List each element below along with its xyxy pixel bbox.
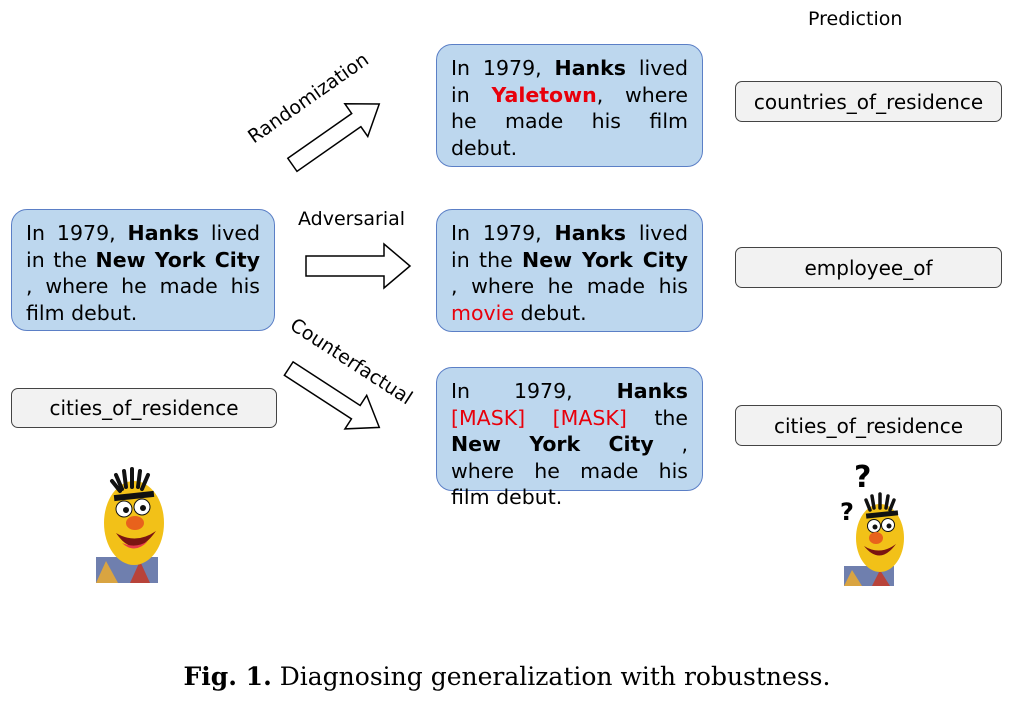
counterfactual-prediction: cities_of_residence [774,413,963,438]
adversarial-prediction: employee_of [804,255,933,280]
cf-text-3: , where he made his film debut. [451,432,688,509]
randomization-prediction: countries_of_residence [753,89,984,114]
counterfactual-sentence-box: In 1979, Hanks [MASK] [MASK] the New Yor… [436,367,703,509]
confused-bert-mascot-icon [844,492,904,586]
source-text-2: lived in the [26,221,260,272]
randomization-prediction-pill: countries_of_residence [735,81,1002,122]
adv-text-4: debut. [513,300,587,325]
adversarial-prediction-pill: employee_of [735,247,1002,288]
cf-text-2: the [626,405,688,430]
counterfactual-prediction-pill: cities_of_residence [735,405,1002,446]
source-object: New York City [95,247,260,272]
question-mark-2: ? [840,498,854,526]
arrow-right-icon [305,242,412,290]
rand-text-2: lived in [451,56,688,107]
source-label: cities_of_residence [49,396,239,420]
source-label-pill: cities_of_residence [11,388,277,428]
rand-text-1: In 1979, [451,56,555,80]
rand-subject: Hanks [554,56,626,80]
source-text-3: , where he made his film debut. [26,274,260,325]
arrow-right-icon [286,102,381,173]
figure-caption: Fig. 1. Diagnosing generalization with r… [0,662,1014,691]
adv-text-2: lived in the [451,221,688,272]
rand-changed-word: Yaletown [491,82,597,107]
randomization-sentence-box: In 1979, Hanks lived in Yaletown, where … [436,44,703,167]
arrow-right-icon [283,360,381,430]
source-subject: Hanks [127,221,199,245]
adv-changed-word: movie [451,300,514,325]
caption-text: Diagnosing generalization with robustnes… [271,662,831,691]
adv-object: New York City [522,247,688,272]
source-text-1: In 1979, [26,221,128,245]
adv-subject: Hanks [554,221,626,245]
cf-object: New York City [451,432,654,456]
cf-mask-1: [MASK] [451,405,526,430]
question-mark-1: ? [854,460,872,495]
adv-text-1: In 1979, [451,221,555,245]
source-sentence-box: In 1979, Hanks lived in the New York Cit… [11,209,275,331]
bert-mascot-icon [96,467,164,583]
prediction-header: Prediction [808,8,903,30]
rand-text-3: , where he made his film debut. [451,82,688,160]
adversarial-label: Adversarial [298,208,406,230]
caption-label: Fig. 1. [183,662,272,691]
cf-subject: Hanks [616,379,688,403]
cf-text-1: In 1979, [451,379,617,403]
cf-mask-2: [MASK] [552,405,627,430]
adversarial-sentence-box: In 1979, Hanks lived in the New York Cit… [436,209,703,332]
adv-text-3: , where he made his [451,274,688,298]
